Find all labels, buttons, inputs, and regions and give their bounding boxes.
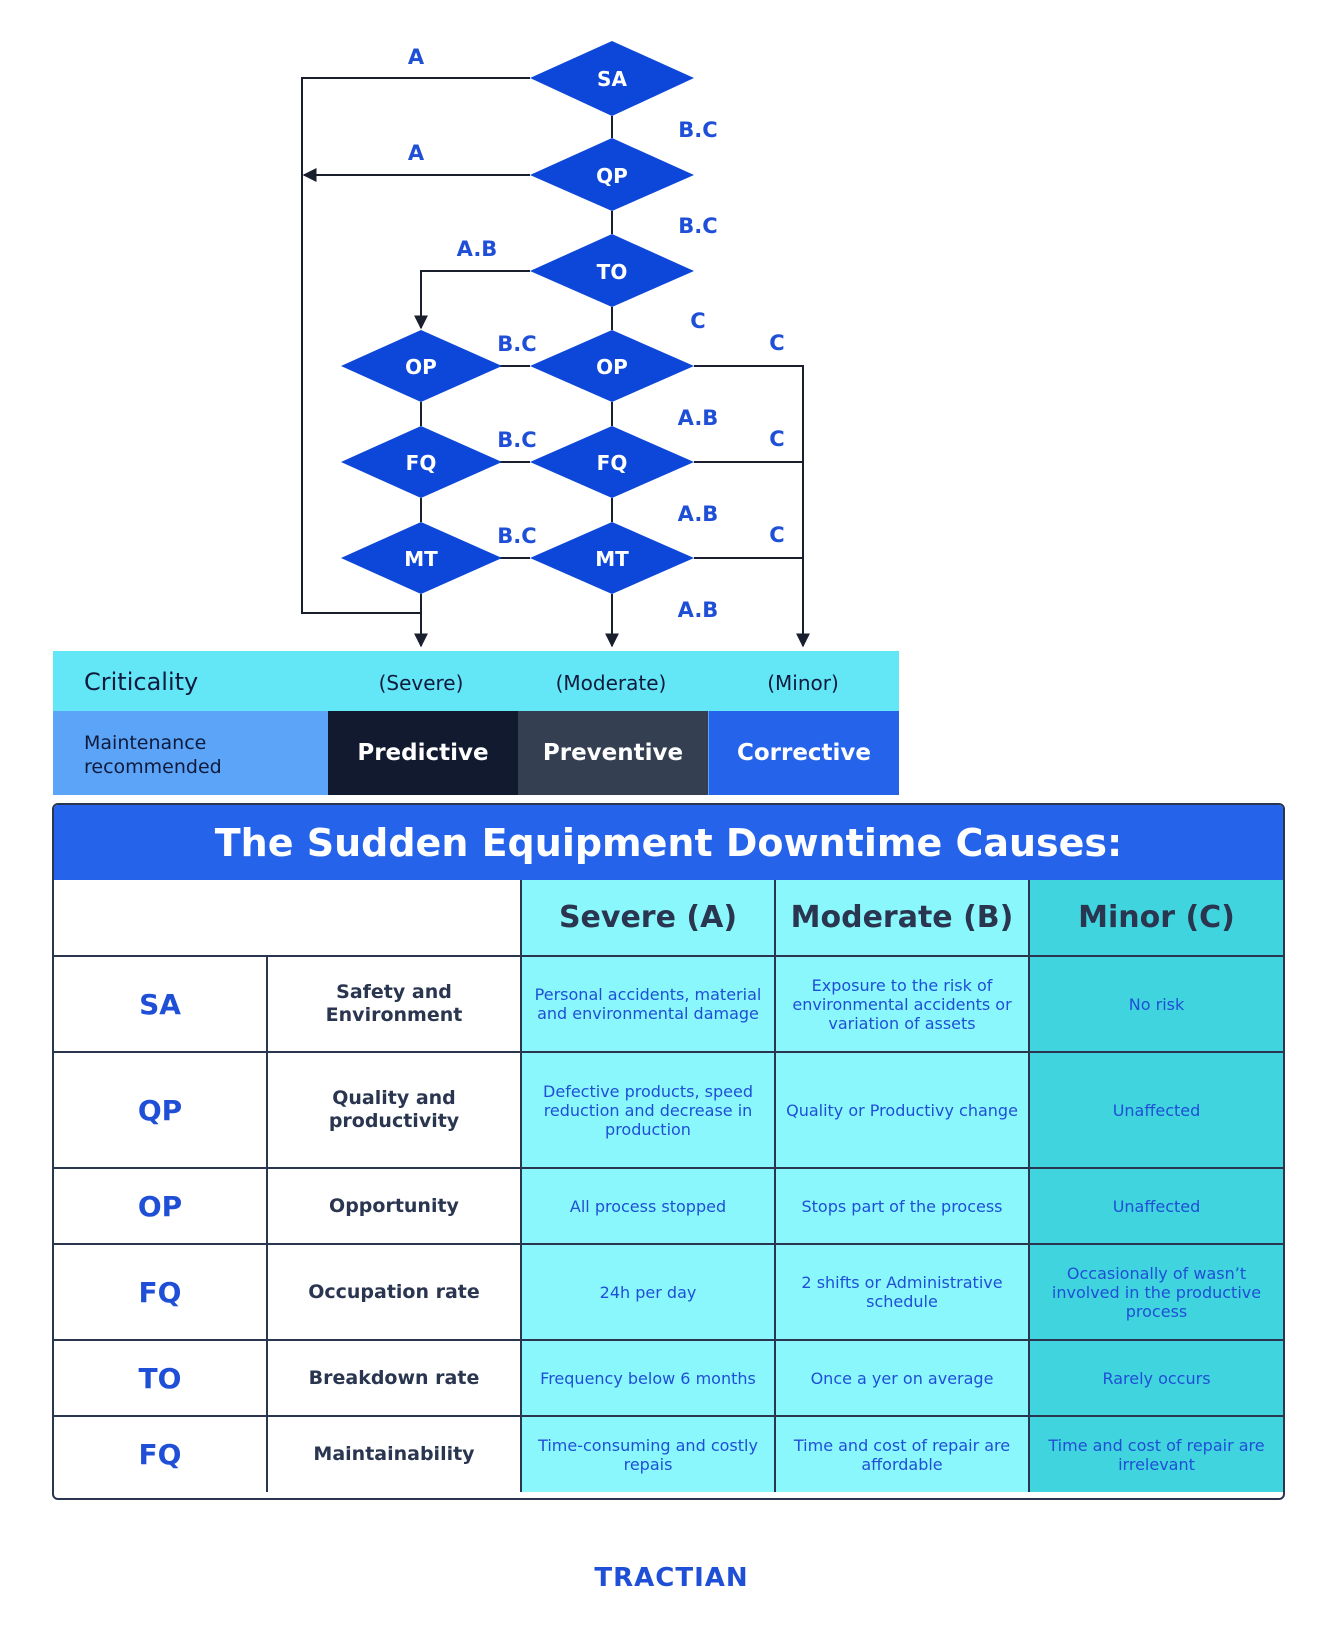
maintenance-row: Maintenance recommended Predictive Preve…	[53, 711, 899, 795]
criticality-minor: (Minor)	[767, 671, 839, 695]
table-title: The Sudden Equipment Downtime Causes:	[54, 805, 1283, 880]
node-label-fq-left: FQ	[406, 451, 437, 475]
node-label-qp: QP	[596, 164, 628, 188]
maintenance-predictive: Predictive	[328, 711, 518, 795]
row-severe: Time-consuming and costly repais	[520, 1415, 776, 1492]
header-severe: Severe (A)	[520, 880, 776, 957]
header-moderate: Moderate (B)	[774, 880, 1030, 957]
downtime-causes-table: The Sudden Equipment Downtime Causes: Se…	[52, 803, 1285, 1500]
criticality-row: Criticality (Severe) (Moderate) (Minor)	[53, 651, 899, 711]
tractian-logo: TRACTIAN	[594, 1563, 749, 1593]
maintenance-corrective: Corrective	[709, 711, 899, 795]
row-factor: Breakdown rate	[266, 1339, 522, 1417]
row-severe: All process stopped	[520, 1167, 776, 1245]
edge-label-to-c: C	[690, 309, 705, 333]
row-moderate: Exposure to the risk of environmental ac…	[774, 955, 1030, 1053]
node-sa: SA	[530, 41, 694, 116]
maintenance-preventive: Preventive	[518, 711, 708, 795]
edge-labels: A B.C A B.C A.B C B.C C A.B B.C C A.B B.…	[408, 45, 785, 622]
decision-flowchart: SA QP TO OP OP FQ FQ MT	[301, 41, 810, 648]
maintenance-title-line1: Maintenance	[84, 732, 207, 754]
row-minor: Unaffected	[1028, 1167, 1283, 1245]
edge-label-mt-c: C	[769, 523, 784, 547]
row-severe: Frequency below 6 months	[520, 1339, 776, 1417]
criticality-title: Criticality	[84, 668, 199, 696]
row-minor: No risk	[1028, 955, 1283, 1053]
row-factor: Occupation rate	[266, 1243, 522, 1341]
node-to: TO	[530, 234, 694, 307]
node-label-mt-mid: MT	[595, 547, 629, 571]
row-code: TO	[54, 1339, 268, 1417]
row-minor: Rarely occurs	[1028, 1339, 1283, 1417]
node-label-op-mid: OP	[596, 355, 628, 379]
row-code: SA	[54, 955, 268, 1053]
edge-label-op-c: C	[769, 331, 784, 355]
row-code: FQ	[54, 1415, 268, 1492]
criticality-moderate: (Moderate)	[555, 671, 667, 695]
node-label-sa: SA	[597, 67, 627, 91]
edge-label-op-ab: A.B	[678, 406, 719, 430]
node-label-to: TO	[597, 260, 628, 284]
row-code: QP	[54, 1051, 268, 1169]
edge-label-sa-a: A	[408, 45, 425, 69]
edge-label-qp-bc: B.C	[678, 214, 717, 238]
node-label-op-left: OP	[405, 355, 437, 379]
table-header-row: Severe (A) Moderate (B) Minor (C)	[54, 880, 1283, 957]
row-minor: Time and cost of repair are irrelevant	[1028, 1415, 1283, 1492]
row-moderate: Time and cost of repair are affordable	[774, 1415, 1030, 1492]
node-op-mid: OP	[530, 330, 694, 402]
header-empty-cell	[54, 880, 522, 957]
row-factor: Maintainability	[266, 1415, 522, 1492]
row-severe: Personal accidents, material and environ…	[520, 955, 776, 1053]
edge-label-to-ab: A.B	[457, 237, 498, 261]
edge-label-op-bc: B.C	[497, 332, 536, 356]
node-fq-left: FQ	[341, 426, 502, 498]
row-minor: Unaffected	[1028, 1051, 1283, 1169]
edge-label-qp-a: A	[408, 141, 425, 165]
node-mt-left: MT	[341, 522, 502, 594]
node-fq-mid: FQ	[530, 426, 694, 498]
node-label-fq-mid: FQ	[597, 451, 628, 475]
row-severe: 24h per day	[520, 1243, 776, 1341]
row-minor: Occasionally of wasn’t involved in the p…	[1028, 1243, 1283, 1341]
row-factor: Quality and productivity	[266, 1051, 522, 1169]
node-op-left: OP	[341, 330, 502, 402]
maintenance-title: Maintenance recommended	[84, 731, 222, 779]
row-moderate: 2 shifts or Administrative schedule	[774, 1243, 1030, 1341]
maintenance-title-line2: recommended	[84, 756, 222, 778]
row-factor: Opportunity	[266, 1167, 522, 1245]
edge-label-sa-bc: B.C	[678, 118, 717, 142]
node-qp: QP	[530, 138, 694, 211]
row-code: OP	[54, 1167, 268, 1245]
connector-lines	[301, 77, 810, 648]
decision-nodes: SA QP TO OP OP FQ FQ MT	[341, 41, 694, 594]
edge-label-fq-c: C	[769, 427, 784, 451]
row-moderate: Quality or Productivy change	[774, 1051, 1030, 1169]
header-minor: Minor (C)	[1028, 880, 1283, 957]
edge-label-mt-bc: B.C	[497, 524, 536, 548]
node-label-mt-left: MT	[404, 547, 438, 571]
row-moderate: Once a yer on average	[774, 1339, 1030, 1417]
node-mt-mid: MT	[530, 522, 694, 594]
edge-label-fq-ab: A.B	[678, 502, 719, 526]
edge-label-fq-bc: B.C	[497, 428, 536, 452]
row-factor: Safety and Environment	[266, 955, 522, 1053]
edge-label-mt-ab: A.B	[678, 598, 719, 622]
criticality-severe: (Severe)	[378, 671, 464, 695]
row-code: FQ	[54, 1243, 268, 1341]
row-moderate: Stops part of the process	[774, 1167, 1030, 1245]
row-severe: Defective products, speed reduction and …	[520, 1051, 776, 1169]
